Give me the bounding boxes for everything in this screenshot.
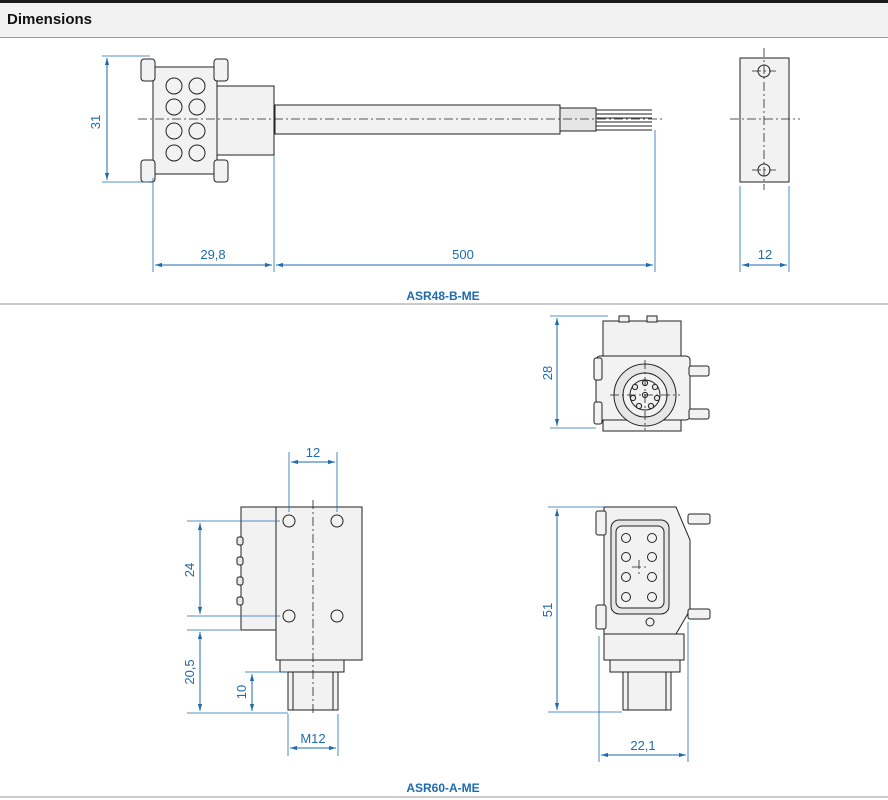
section-title: Dimensions bbox=[7, 11, 93, 28]
section-header: Dimensions bbox=[0, 3, 888, 38]
asr60-side-dimensions: 51 22,1 bbox=[540, 506, 689, 762]
dim-side-width-22: 22,1 bbox=[630, 738, 655, 753]
asr60-side-view bbox=[595, 506, 711, 711]
asr60-caption: ASR60-A-ME bbox=[406, 781, 479, 795]
dim-cable-length: 500 bbox=[452, 247, 474, 262]
asr60-front-view bbox=[593, 315, 710, 432]
asr48-front-view bbox=[138, 58, 662, 183]
dim-thread-m12: M12 bbox=[300, 731, 325, 746]
dim-height-31: 31 bbox=[88, 115, 103, 129]
asr60-top-dimensions: 12 24 20,5 10 M12 bbox=[182, 445, 339, 756]
dim-top-width: 12 bbox=[306, 445, 320, 460]
dim-thread-ten: 10 bbox=[234, 685, 249, 699]
dim-side-height: 51 bbox=[540, 603, 555, 617]
top-rule bbox=[0, 0, 888, 3]
dim-body-width: 29,8 bbox=[200, 247, 225, 262]
dim-thread-height: 20,5 bbox=[182, 659, 197, 684]
dim-hole-spacing: 24 bbox=[182, 563, 197, 577]
asr48-side-view bbox=[730, 48, 800, 190]
dim-side-width: 12 bbox=[758, 247, 772, 262]
asr60-front-dimensions: 28 bbox=[540, 315, 608, 429]
dim-front-height: 28 bbox=[540, 366, 555, 380]
asr60-top-view bbox=[236, 500, 363, 715]
asr48-dimensions: 31 29,8 500 12 bbox=[88, 55, 790, 272]
asr48-caption: ASR48-B-ME bbox=[406, 289, 479, 303]
